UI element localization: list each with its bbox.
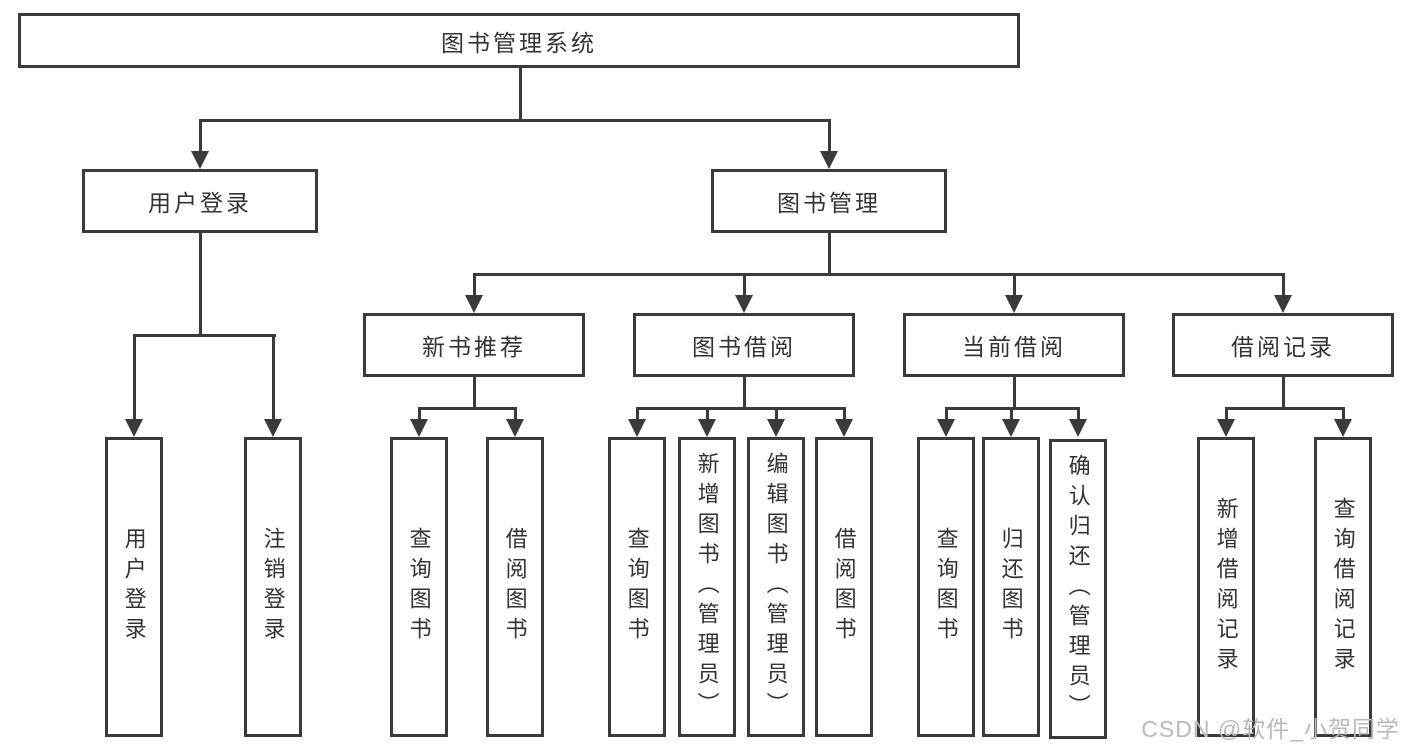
arrowhead-book-management: [820, 151, 838, 169]
arrowhead-leaf: [1002, 419, 1020, 437]
arrowhead-leaf: [628, 419, 646, 437]
leaf-query-books-recommend: 查询图书: [390, 437, 448, 737]
connector-new-book-rail: [418, 407, 517, 410]
connector-book-borrow-rail: [636, 407, 846, 410]
leaf-query-books-current: 查询图书: [917, 437, 975, 737]
node-borrow-records: 借阅记录: [1172, 313, 1394, 377]
arrowhead-leaf: [410, 419, 428, 437]
connector-drop-current-borrow: [1013, 273, 1016, 297]
arrowhead-leaf-logout: [264, 419, 282, 437]
connector-drop-leaf-user-login: [133, 334, 136, 421]
connector-drop-leaf-logout: [272, 334, 275, 421]
leaf-add-books-admin: 新增图书（管理员）: [678, 437, 736, 737]
leaf-edit-books-admin: 编辑图书（管理员）: [747, 437, 805, 737]
arrowhead-new-book: [465, 295, 483, 313]
connector-borrow-records-rail: [1225, 407, 1345, 410]
arrowhead-book-borrow: [735, 295, 753, 313]
node-borrow-records-label: 借阅记录: [1231, 334, 1335, 360]
connector-drop-leaf: [945, 407, 948, 421]
leaf-logout-label: 注销登录: [260, 527, 286, 647]
connector-root-trunk: [519, 68, 522, 122]
arrowhead-leaf: [1069, 419, 1087, 437]
leaf-borrow-books-recommend: 借阅图书: [486, 437, 544, 737]
leaf-query-borrow-record: 查询借阅记录: [1314, 437, 1372, 737]
leaf-confirm-return-admin-label: 确认归还（管理员）: [1065, 454, 1091, 724]
leaf-query-borrow-record-label: 查询借阅记录: [1330, 497, 1356, 677]
leaf-logout: 注销登录: [244, 437, 302, 737]
node-book-borrow-label: 图书借阅: [692, 334, 796, 360]
node-root-library-system: 图书管理系统: [18, 13, 1020, 68]
node-root-label: 图书管理系统: [441, 29, 597, 56]
node-book-management: 图书管理: [711, 169, 947, 233]
leaf-edit-books-admin-label: 编辑图书（管理员）: [763, 452, 789, 722]
leaf-borrow-books-recommend-label: 借阅图书: [502, 527, 528, 647]
connector-current-borrow-trunk: [1013, 377, 1016, 410]
arrowhead-leaf-user-login: [125, 419, 143, 437]
leaf-return-books: 归还图书: [982, 437, 1040, 737]
leaf-query-books-recommend-label: 查询图书: [406, 527, 432, 647]
connector-drop-leaf: [514, 407, 517, 421]
csdn-watermark: CSDN @软件_小贺同学: [1141, 716, 1400, 742]
connector-drop-book-management: [828, 119, 831, 153]
connector-book-management-trunk: [828, 233, 831, 276]
connector-drop-leaf: [1342, 407, 1345, 421]
connector-drop-borrow-records: [1282, 273, 1285, 297]
arrowhead-leaf: [698, 419, 716, 437]
connector-user-login-trunk: [199, 233, 202, 337]
arrowhead-leaf: [937, 419, 955, 437]
connector-drop-leaf: [706, 407, 709, 421]
node-book-management-label: 图书管理: [777, 190, 881, 216]
connector-drop-leaf: [1077, 407, 1080, 421]
connector-drop-leaf: [418, 407, 421, 421]
arrowhead-leaf: [506, 419, 524, 437]
connector-new-book-trunk: [473, 377, 476, 410]
leaf-query-books-borrow: 查询图书: [608, 437, 666, 737]
leaf-add-borrow-record-label: 新增借阅记录: [1213, 497, 1239, 677]
leaf-query-books-borrow-label: 查询图书: [624, 527, 650, 647]
arrowhead-current-borrow: [1005, 295, 1023, 313]
leaf-query-books-current-label: 查询图书: [933, 527, 959, 647]
node-new-book-recommend-label: 新书推荐: [422, 334, 526, 360]
node-book-borrow: 图书借阅: [633, 313, 855, 377]
node-new-book-recommend: 新书推荐: [363, 313, 585, 377]
connector-drop-leaf: [636, 407, 639, 421]
arrowhead-leaf: [767, 419, 785, 437]
connector-drop-new-book: [473, 273, 476, 297]
leaf-user-login-label: 用户登录: [121, 527, 147, 647]
connector-drop-leaf: [1010, 407, 1013, 421]
arrowhead-user-login: [191, 151, 209, 169]
leaf-add-borrow-record: 新增借阅记录: [1197, 437, 1255, 737]
node-user-login-label: 用户登录: [148, 190, 252, 216]
node-current-borrow-label: 当前借阅: [962, 334, 1066, 360]
arrowhead-leaf: [1217, 419, 1235, 437]
connector-user-login-rail: [133, 334, 276, 337]
connector-drop-book-borrow: [743, 273, 746, 297]
leaf-user-login: 用户登录: [105, 437, 163, 737]
connector-borrow-records-trunk: [1282, 377, 1285, 410]
node-user-login: 用户登录: [82, 169, 318, 233]
connector-drop-leaf: [843, 407, 846, 421]
connector-book-borrow-trunk: [743, 377, 746, 410]
leaf-confirm-return-admin: 确认归还（管理员）: [1049, 439, 1107, 739]
leaf-return-books-label: 归还图书: [998, 527, 1024, 647]
arrowhead-borrow-records: [1274, 295, 1292, 313]
arrowhead-leaf: [835, 419, 853, 437]
connector-level2-rail: [199, 119, 831, 122]
node-current-borrow: 当前借阅: [903, 313, 1125, 377]
leaf-borrow-books-label: 借阅图书: [831, 527, 857, 647]
connector-level3-rail: [473, 273, 1285, 276]
connector-drop-leaf: [775, 407, 778, 421]
leaf-borrow-books: 借阅图书: [815, 437, 873, 737]
leaf-add-books-admin-label: 新增图书（管理员）: [694, 452, 720, 722]
connector-drop-leaf: [1225, 407, 1228, 421]
connector-drop-user-login: [199, 119, 202, 153]
arrowhead-leaf: [1334, 419, 1352, 437]
